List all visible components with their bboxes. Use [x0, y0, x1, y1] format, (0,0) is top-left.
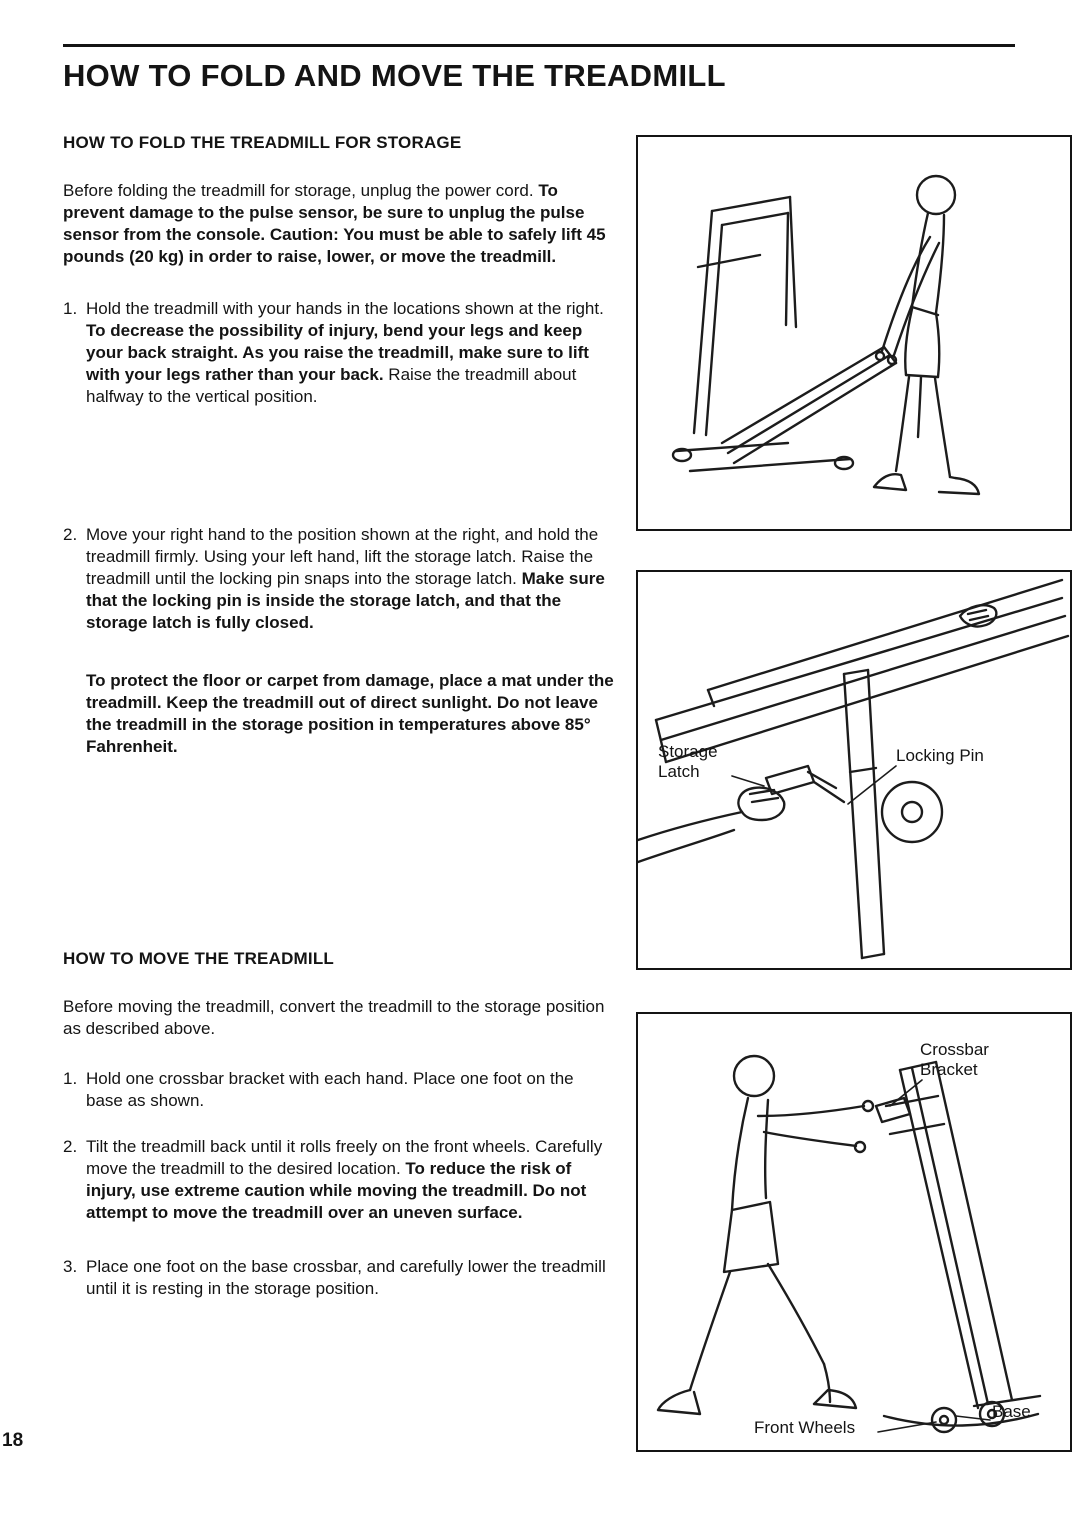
fold-step-1-normal-b: Raise the treadmill about halfway to the… [86, 365, 577, 406]
page-title: HOW TO FOLD AND MOVE THE TREADMILL [63, 58, 726, 93]
move-step-3-number: 3. [63, 1257, 78, 1276]
fold-intro-paragraph: Before folding the treadmill for storage… [63, 180, 615, 268]
move-step-1: 1. Hold one crossbar bracket with each h… [63, 1068, 615, 1112]
fold-step-2-number: 2. [63, 525, 78, 544]
fold-intro-normal: Before folding the treadmill for storage… [63, 181, 539, 200]
move-treadmill-illustration [656, 1054, 1042, 1434]
move-step-2-bold: To reduce the risk of injury, use extrem… [86, 1159, 587, 1222]
move-step-1-number: 1. [63, 1069, 78, 1088]
title-rule [63, 44, 1015, 47]
fold-step-1-number: 1. [63, 299, 78, 318]
fold-step-1-bold: To decrease the possibility of injury, b… [86, 321, 589, 384]
storage-latch-label: Storage Latch [658, 742, 718, 781]
figure-fold-lift [636, 135, 1072, 531]
fold-step-1-text: Hold the treadmill with your hands in th… [86, 298, 615, 408]
locking-pin-label: Locking Pin [896, 746, 984, 765]
move-step-3-text: Place one foot on the base crossbar, and… [86, 1257, 606, 1298]
figure-move-treadmill: Crossbar Bracket Front Wheels Base [636, 1012, 1072, 1452]
move-step-2-normal: Tilt the treadmill back until it rolls f… [86, 1137, 603, 1178]
fold-step-2: 2. Move your right hand to the position … [63, 524, 615, 634]
base-label: Base [992, 1402, 1031, 1421]
storage-latch-illustration [638, 578, 1070, 960]
fold-section-heading: HOW TO FOLD THE TREADMILL FOR STORAGE [63, 133, 462, 152]
fold-intro-bold: To prevent damage to the pulse sensor, b… [63, 181, 606, 266]
figure-storage-latch: Storage Latch Locking Pin [636, 570, 1072, 970]
move-step-3: 3. Place one foot on the base crossbar, … [63, 1256, 615, 1300]
crossbar-bracket-label: Crossbar Bracket [920, 1040, 989, 1079]
move-step-2: 2. Tilt the treadmill back until it roll… [63, 1136, 615, 1224]
fold-caution-note: To protect the floor or carpet from dama… [86, 671, 614, 756]
fold-step-2-bold: Make sure that the locking pin is inside… [86, 569, 605, 632]
move-step-1-text: Hold one crossbar bracket with each hand… [86, 1069, 574, 1110]
fold-step-1: 1. Hold the treadmill with your hands in… [63, 298, 615, 408]
move-step-2-number: 2. [63, 1137, 78, 1156]
page-number: 18 [2, 1430, 24, 1451]
move-intro-paragraph: Before moving the treadmill, convert the… [63, 997, 605, 1038]
move-step-2-text: Tilt the treadmill back until it rolls f… [86, 1136, 615, 1224]
text-column: HOW TO FOLD THE TREADMILL FOR STORAGE Be… [63, 132, 615, 1300]
fold-step-2-text: Move your right hand to the position sho… [86, 524, 615, 634]
fold-step-1-normal-a: Hold the treadmill with your hands in th… [86, 299, 604, 318]
fold-step-2-normal: Move your right hand to the position sho… [86, 525, 599, 588]
fold-lift-illustration [671, 174, 981, 496]
front-wheels-label: Front Wheels [754, 1418, 856, 1437]
move-section-heading: HOW TO MOVE THE TREADMILL [63, 949, 335, 968]
